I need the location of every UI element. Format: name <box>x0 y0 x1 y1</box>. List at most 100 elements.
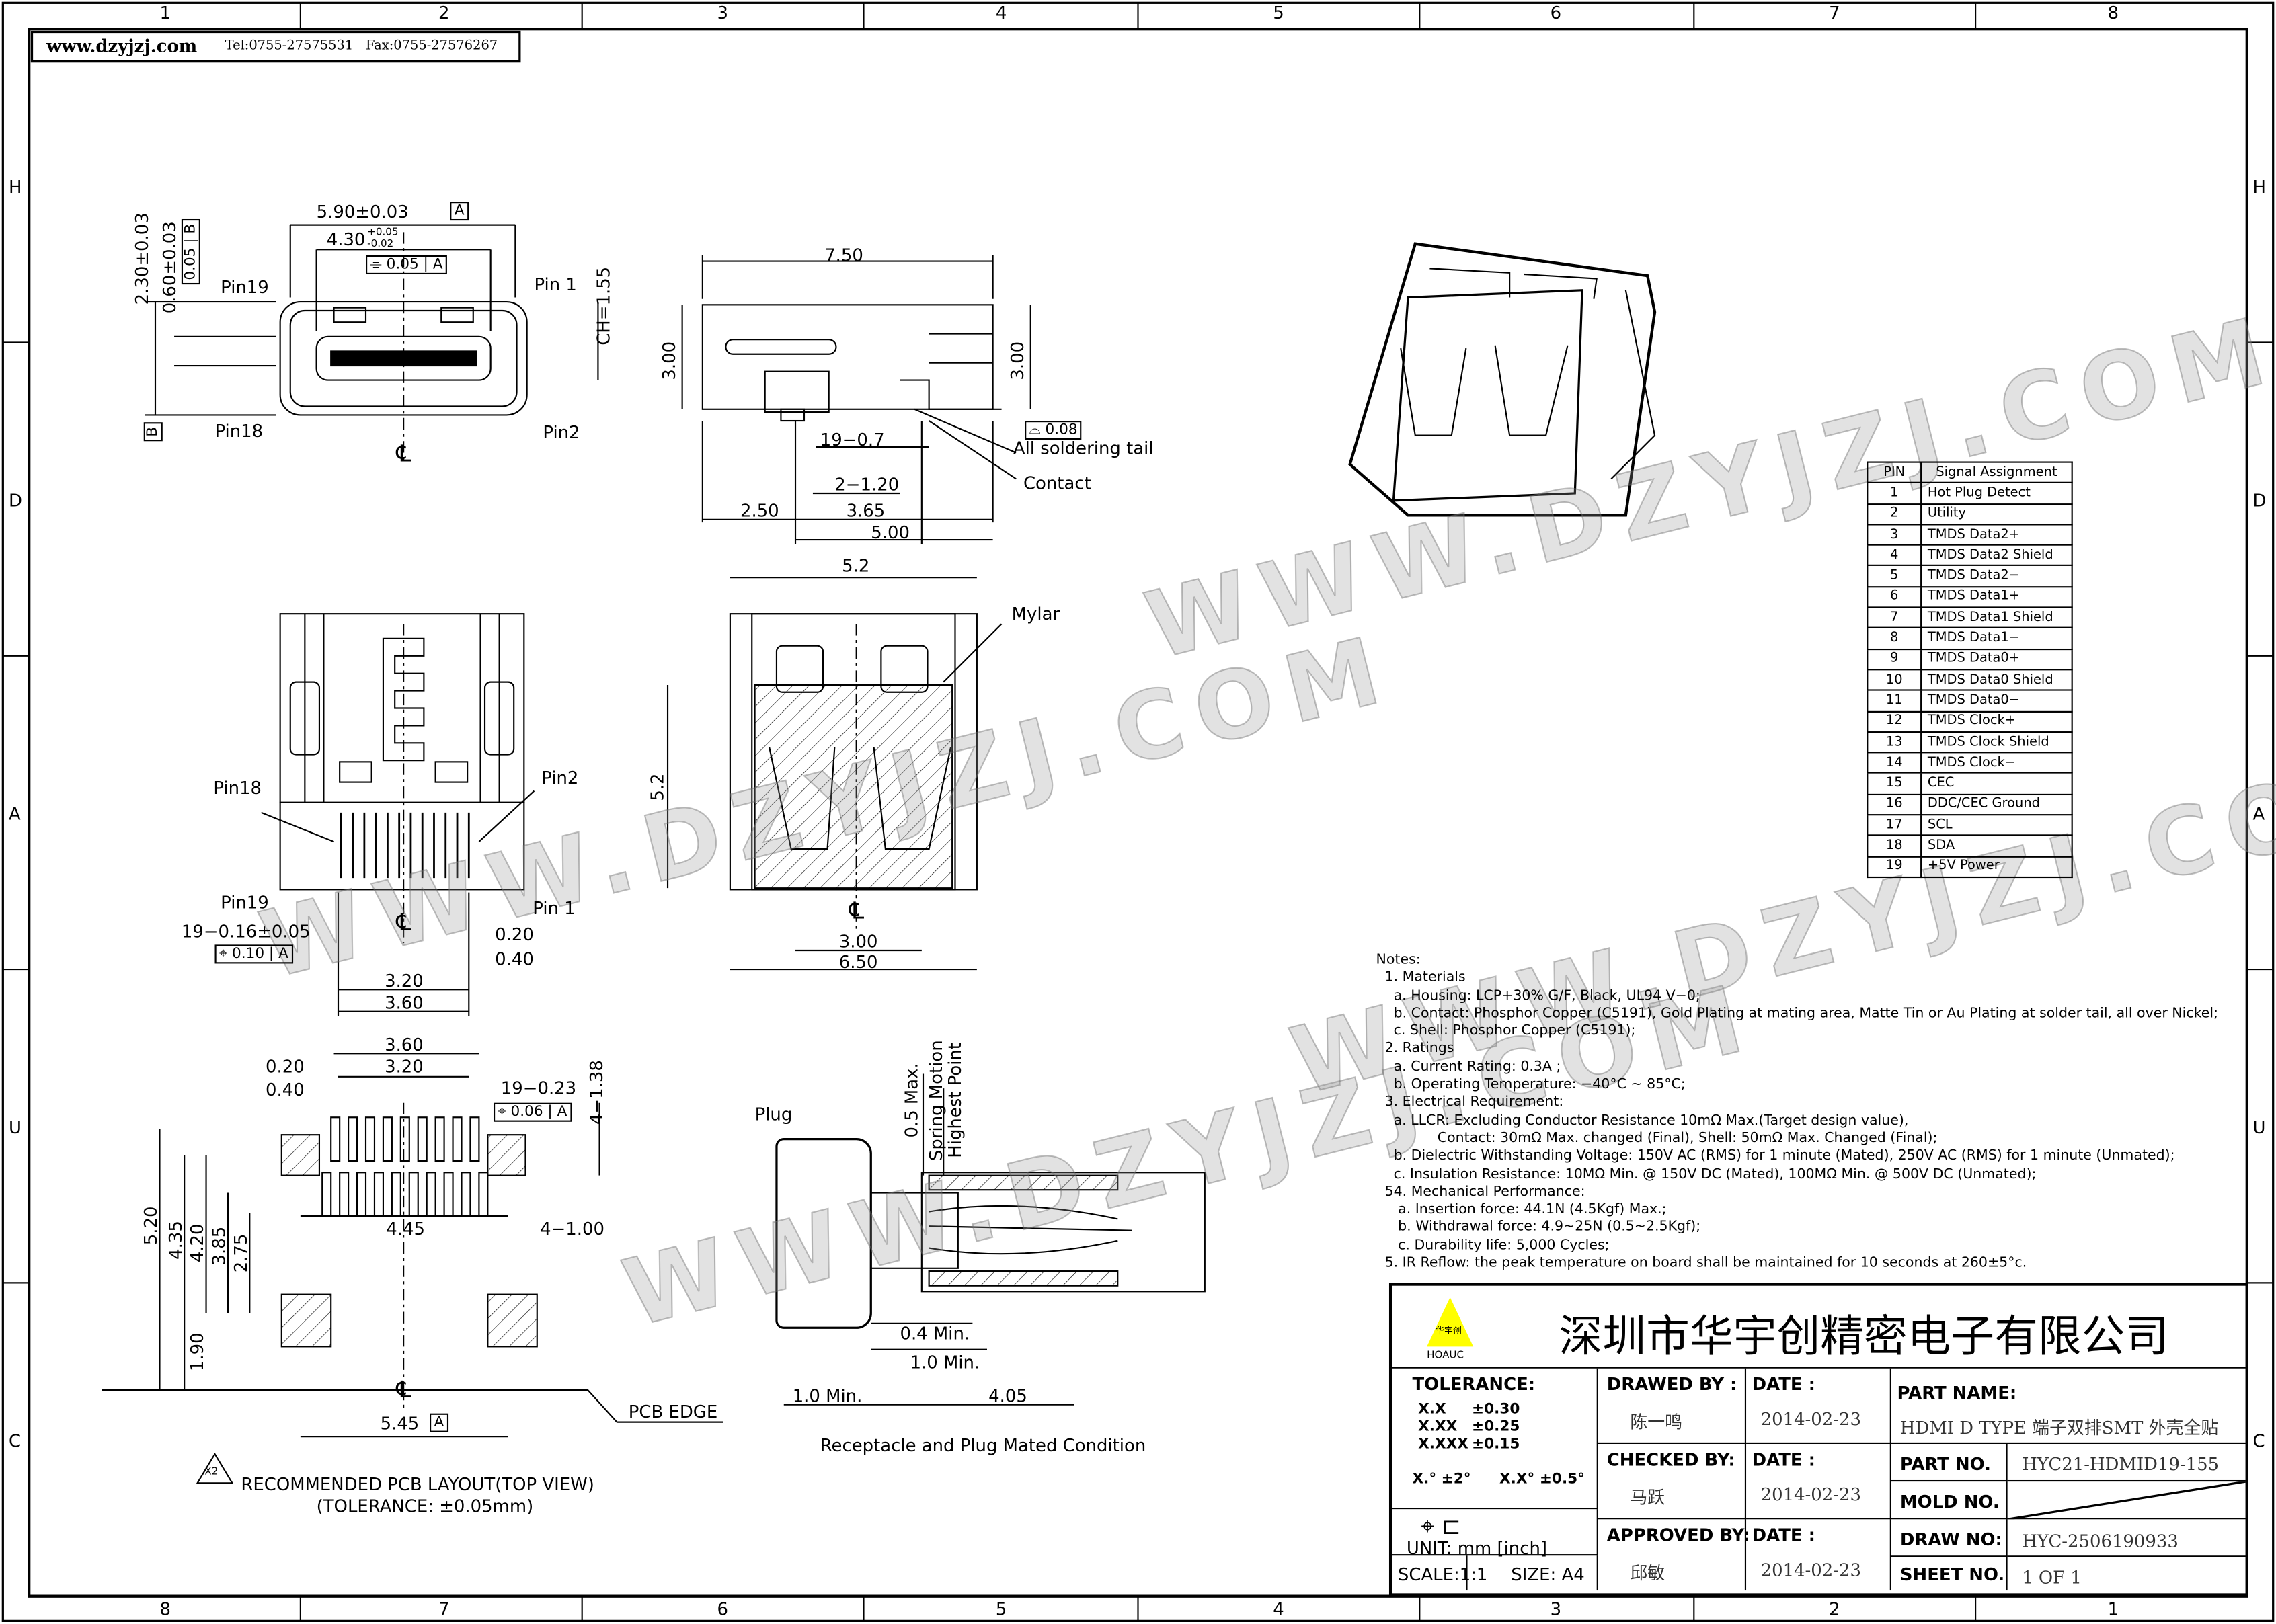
dim-435: 4.35 <box>165 1221 186 1260</box>
company-name: 深圳市华宇创精密电子有限公司 <box>1559 1311 2169 1363</box>
position-icon: ⌖ <box>498 1104 511 1121</box>
part-no-label-cell: PART NO. <box>1891 1444 2008 1482</box>
signal-name: TMDS Data1+ <box>1920 585 2073 608</box>
zone-label: 1 <box>159 3 171 24</box>
date-approved: 2014-02-23 <box>1760 1559 1861 1580</box>
note-line: c. Shell: Phosphor Copper (C5191); <box>1376 1023 1636 1040</box>
scale: SCALE:1:1 <box>1397 1564 1488 1585</box>
dim-min10b: 1.0 Min. <box>792 1385 863 1406</box>
tel: Tel:0755-27575531 <box>225 39 354 54</box>
zone-label: 1 <box>2107 1598 2119 1620</box>
signal-name: TMDS Data2− <box>1920 565 2073 587</box>
flatness-value: 0.05 <box>386 257 419 273</box>
part-name-label: PART NAME: <box>1897 1383 2017 1404</box>
tol-value: ±0.15 <box>1472 1436 1520 1453</box>
pin-number: 4 <box>1867 544 1922 567</box>
unit: UNIT: mm [inch] <box>1406 1538 1548 1559</box>
mold-no-empty <box>2007 1481 2246 1520</box>
scale-cell: SCALE:1:1 <box>1392 1555 1487 1591</box>
dim-520: 5.20 <box>141 1206 161 1246</box>
dim-width: 5.90±0.03 <box>316 202 409 222</box>
sheet-no-cell: 1 OF 1 <box>2008 1557 2246 1590</box>
pcb-layout-tolerance: (TOLERANCE: ±0.05mm) <box>316 1496 534 1516</box>
zone-label: 3 <box>717 3 728 24</box>
note-line: b. Operating Temperature: −40°C ~ 85°C; <box>1376 1076 1686 1093</box>
draw-no-label-cell: DRAW NO: <box>1891 1519 2008 1557</box>
website: www.dzyjzj.com <box>46 36 198 57</box>
dim-545: 5.45 <box>380 1413 420 1434</box>
zone-label: 4 <box>1273 1598 1284 1620</box>
label-mylar: Mylar <box>1011 604 1060 624</box>
zone-label: 5 <box>995 1598 1007 1620</box>
part-name: HDMI D TYPE 端子双排SMT 外壳全贴 <box>1899 1418 2219 1438</box>
label-pin1: Pin 1 <box>534 274 577 295</box>
date-label: DATE : <box>1752 1374 1815 1395</box>
label-highest-point: Highest Point <box>945 1043 966 1158</box>
dim-320: 3.20 <box>385 971 424 991</box>
signal-name: TMDS Data1− <box>1920 627 2073 650</box>
zone-label: 2 <box>438 3 450 24</box>
note-line: b. Dielectric Withstanding Voltage: 150V… <box>1376 1148 2175 1164</box>
label-soldering-tail: All soldering tail <box>1013 438 1154 459</box>
logo-icon <box>1427 1297 1474 1347</box>
mated-caption: Receptacle and Plug Mated Condition <box>820 1435 1146 1456</box>
dim-300: 3.00 <box>838 931 878 952</box>
tol-key: X.XXX <box>1418 1436 1468 1453</box>
coplanarity-value: 0.08 <box>1045 422 1078 438</box>
dim-190: 1.90 <box>187 1332 208 1372</box>
datum-b: B <box>143 422 163 442</box>
tolerance-cell: TOLERANCE: X.X±0.30 X.XX±0.25 X.XXX±0.15… <box>1392 1368 1598 1510</box>
signal-name: DDC/CEC Ground <box>1920 793 2073 816</box>
title-block: 华宇创 HOAUC 深圳市华宇创精密电子有限公司 TOLERANCE: X.X±… <box>1388 1283 2248 1596</box>
gdt-position: ⌖ 0.06 | A <box>493 1102 572 1122</box>
signal-name: TMDS Clock− <box>1920 752 2073 774</box>
dim-holes2: 4−1.00 <box>540 1219 604 1240</box>
draw-no-cell: HYC-2506190933 <box>2007 1519 2246 1557</box>
tol-key: X.XX <box>1418 1419 1458 1436</box>
dim-040: 0.40 <box>495 948 534 970</box>
tol-minus: -0.02 <box>367 238 394 250</box>
label-spring-motion: Spring Motion <box>926 1040 947 1162</box>
zone-label: 3 <box>1550 1598 1562 1620</box>
tol-value: ±0.25 <box>1472 1419 1520 1436</box>
gdt-position: ⌖ 0.10 | A <box>214 944 293 964</box>
signal-name: Utility <box>1920 503 2073 526</box>
centerline-mark: ℄ <box>396 1375 411 1404</box>
label-plug: Plug <box>754 1104 793 1125</box>
part-no-cell: HYC21-HDMID19-155 <box>2007 1444 2246 1482</box>
position-value: 0.10 <box>232 946 265 963</box>
dim-thickness: 0.60±0.03 <box>159 221 180 314</box>
signal-name: TMDS Clock Shield <box>1920 731 2073 754</box>
zone-label: D <box>8 490 22 511</box>
drawed-by-label: DRAWED BY : <box>1606 1374 1737 1395</box>
note-line: c. Durability life: 5,000 Cycles; <box>1376 1237 1610 1254</box>
date-cell: DATE :2014-02-23 <box>1746 1519 1891 1591</box>
zone-label: A <box>8 803 21 825</box>
pin-number: 18 <box>1867 835 1922 858</box>
note-line: a. Housing: LCP+30% G/F, Black, UL94 V−0… <box>1376 987 1700 1004</box>
size: SIZE: A4 <box>1511 1564 1585 1585</box>
zone-label: H <box>2252 177 2266 198</box>
zone-label: 7 <box>1829 3 1840 24</box>
checked-cell: CHECKED BY:马跃 <box>1598 1444 1747 1520</box>
signal-name: TMDS Data0+ <box>1920 648 2073 671</box>
zone-label: C <box>2252 1430 2265 1451</box>
note-line: Contact: 30mΩ Max. changed (Final), Shel… <box>1376 1130 1938 1147</box>
checked-by-label: CHECKED BY: <box>1606 1449 1735 1470</box>
pin-number: 9 <box>1867 648 1922 671</box>
dim-pads: 19−0.23 <box>500 1078 577 1099</box>
part-no-label: PART NO. <box>1899 1454 1991 1475</box>
dim-max: 0.5 Max. <box>901 1063 922 1138</box>
draw-no-label: DRAW NO: <box>1899 1529 2002 1550</box>
drawed-cell: DRAWED BY :陈一鸣 <box>1598 1368 1747 1445</box>
note-line: 3. Electrical Requirement: <box>1376 1094 1564 1111</box>
signal-name: SCL <box>1920 814 2073 837</box>
pin-number: 15 <box>1867 772 1922 795</box>
zone-label: U <box>8 1117 22 1138</box>
zone-label: 8 <box>2107 3 2119 24</box>
